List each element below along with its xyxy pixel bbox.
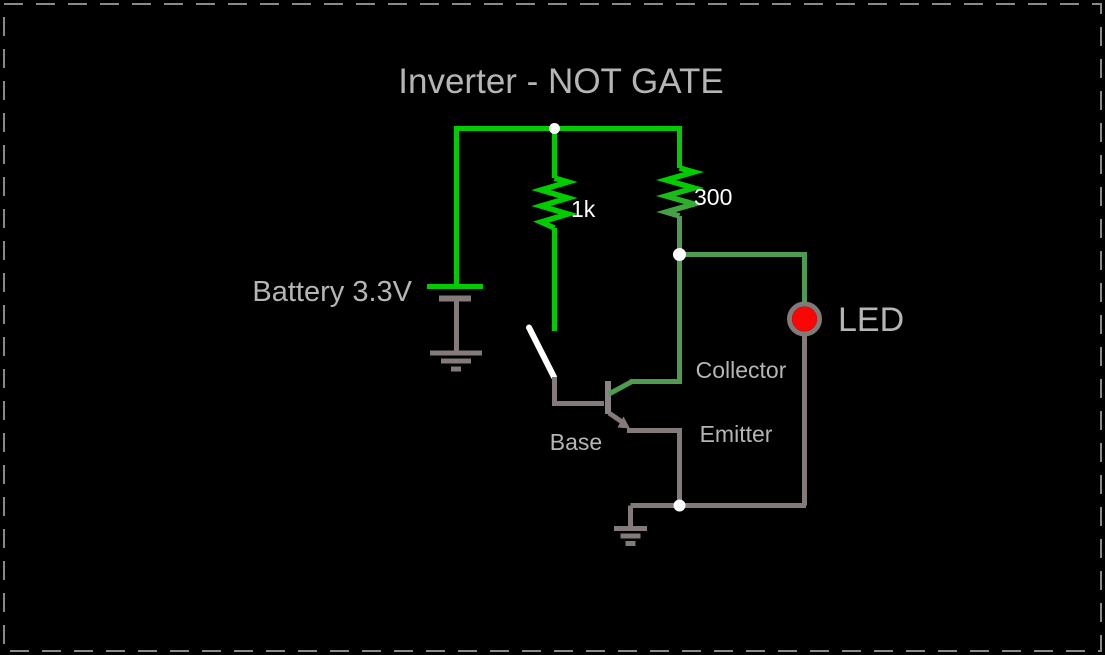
circuit-title: Inverter - NOT GATE [398, 62, 723, 101]
battery[interactable]: Battery 3.3V [252, 276, 483, 352]
transistor-emitter-label: Emitter [700, 421, 773, 447]
ground-symbol-emitter[interactable] [614, 526, 647, 546]
emitter-wire[interactable] [627, 428, 682, 506]
led-lit-core[interactable] [792, 306, 817, 332]
resistor-1k-zigzag[interactable] [531, 175, 578, 231]
resistor-1k-value: 1k [571, 196, 596, 222]
base-wire[interactable] [552, 377, 605, 406]
junction-dot-collector [673, 248, 686, 261]
resistor-300-zigzag[interactable] [655, 165, 705, 219]
ground-symbol-battery[interactable] [430, 350, 482, 372]
transistor-collector-label: Collector [696, 357, 787, 383]
supply-rail[interactable] [454, 126, 682, 287]
switch-lever[interactable] [526, 324, 557, 380]
transistor-emitter-arrow[interactable] [617, 416, 631, 429]
junction-dot-ground [673, 499, 686, 512]
battery-label: Battery 3.3V [252, 276, 412, 308]
transistor-base-label: Base [550, 429, 602, 455]
led-ring[interactable] [787, 301, 822, 337]
resistor-1k[interactable]: 1k [531, 175, 596, 331]
junction-dot-supply [549, 123, 560, 134]
supply-rail-wire[interactable] [454, 126, 682, 287]
led-label: LED [838, 301, 904, 339]
emitter-ground-net[interactable] [627, 334, 807, 528]
resistor-300-value: 300 [694, 184, 732, 210]
led[interactable]: LED [787, 301, 905, 339]
canvas-dashed-border [3, 3, 1102, 652]
transistor-npn[interactable]: Base Collector Emitter [550, 357, 787, 455]
transistor-collector-lead[interactable] [607, 379, 634, 397]
switch-open[interactable] [526, 324, 557, 380]
